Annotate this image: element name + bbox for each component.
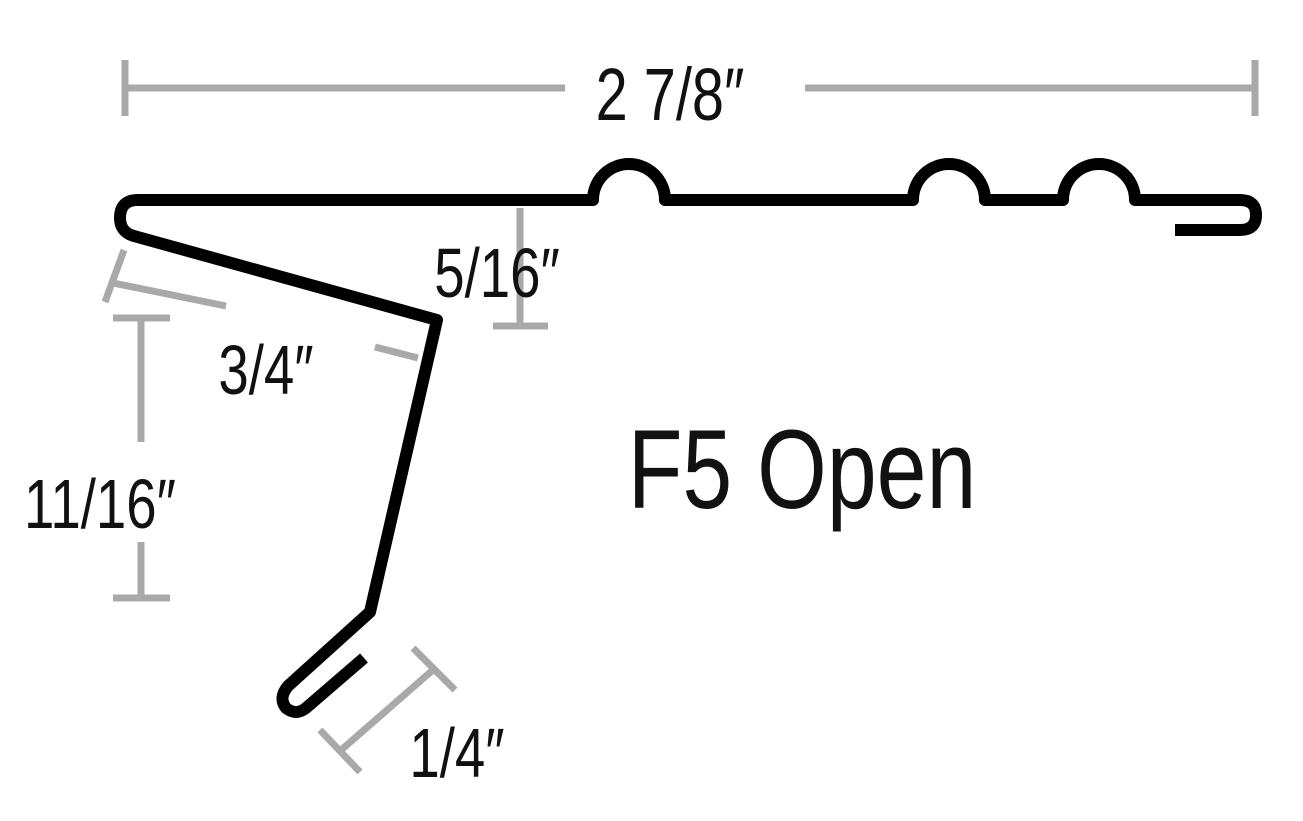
overall-width-dimension-line — [121, 60, 1259, 116]
overall-width-label: 2 7/8″ — [596, 54, 745, 137]
trim-profile-outline — [114, 158, 1262, 718]
slope-length-dimension-line — [101, 248, 419, 362]
hem-length-label: 1/4″ — [409, 715, 504, 793]
diagram-title: F5 Open — [628, 408, 977, 533]
drop-height-dimension-line — [493, 208, 548, 330]
hem-length-dimension-line — [317, 645, 458, 775]
drop-height-label: 5/16″ — [434, 235, 560, 313]
face-height-dimension-line — [113, 314, 170, 602]
slope-length-label: 3/4″ — [218, 332, 313, 410]
face-height-label: 11/16″ — [24, 466, 176, 544]
